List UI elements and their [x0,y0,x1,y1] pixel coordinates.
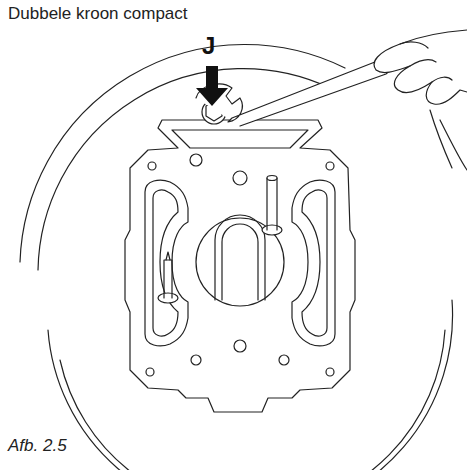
left-flame-slot [145,180,188,346]
sleeve [430,110,467,170]
hand-fingers [400,42,452,82]
plate-ridge [172,130,308,148]
center-opening [215,215,265,300]
screws [146,154,334,376]
ignition-pin [262,176,282,236]
thermocouple-pin [158,252,178,303]
left-flame-slot-inner [153,190,178,336]
figure-caption: Afb. 2.5 [8,436,67,456]
burner-plate [125,120,355,412]
callout-letter: J [202,32,215,60]
right-flame-slot [292,180,335,346]
right-flame-slot-inner [302,190,327,336]
pointer-arrow [196,66,228,106]
wrench [196,59,393,126]
center-ring [196,218,284,306]
hand [374,30,467,104]
diagram-title: Dubbele kroon compact [8,4,188,24]
center-opening-inner [222,224,258,300]
